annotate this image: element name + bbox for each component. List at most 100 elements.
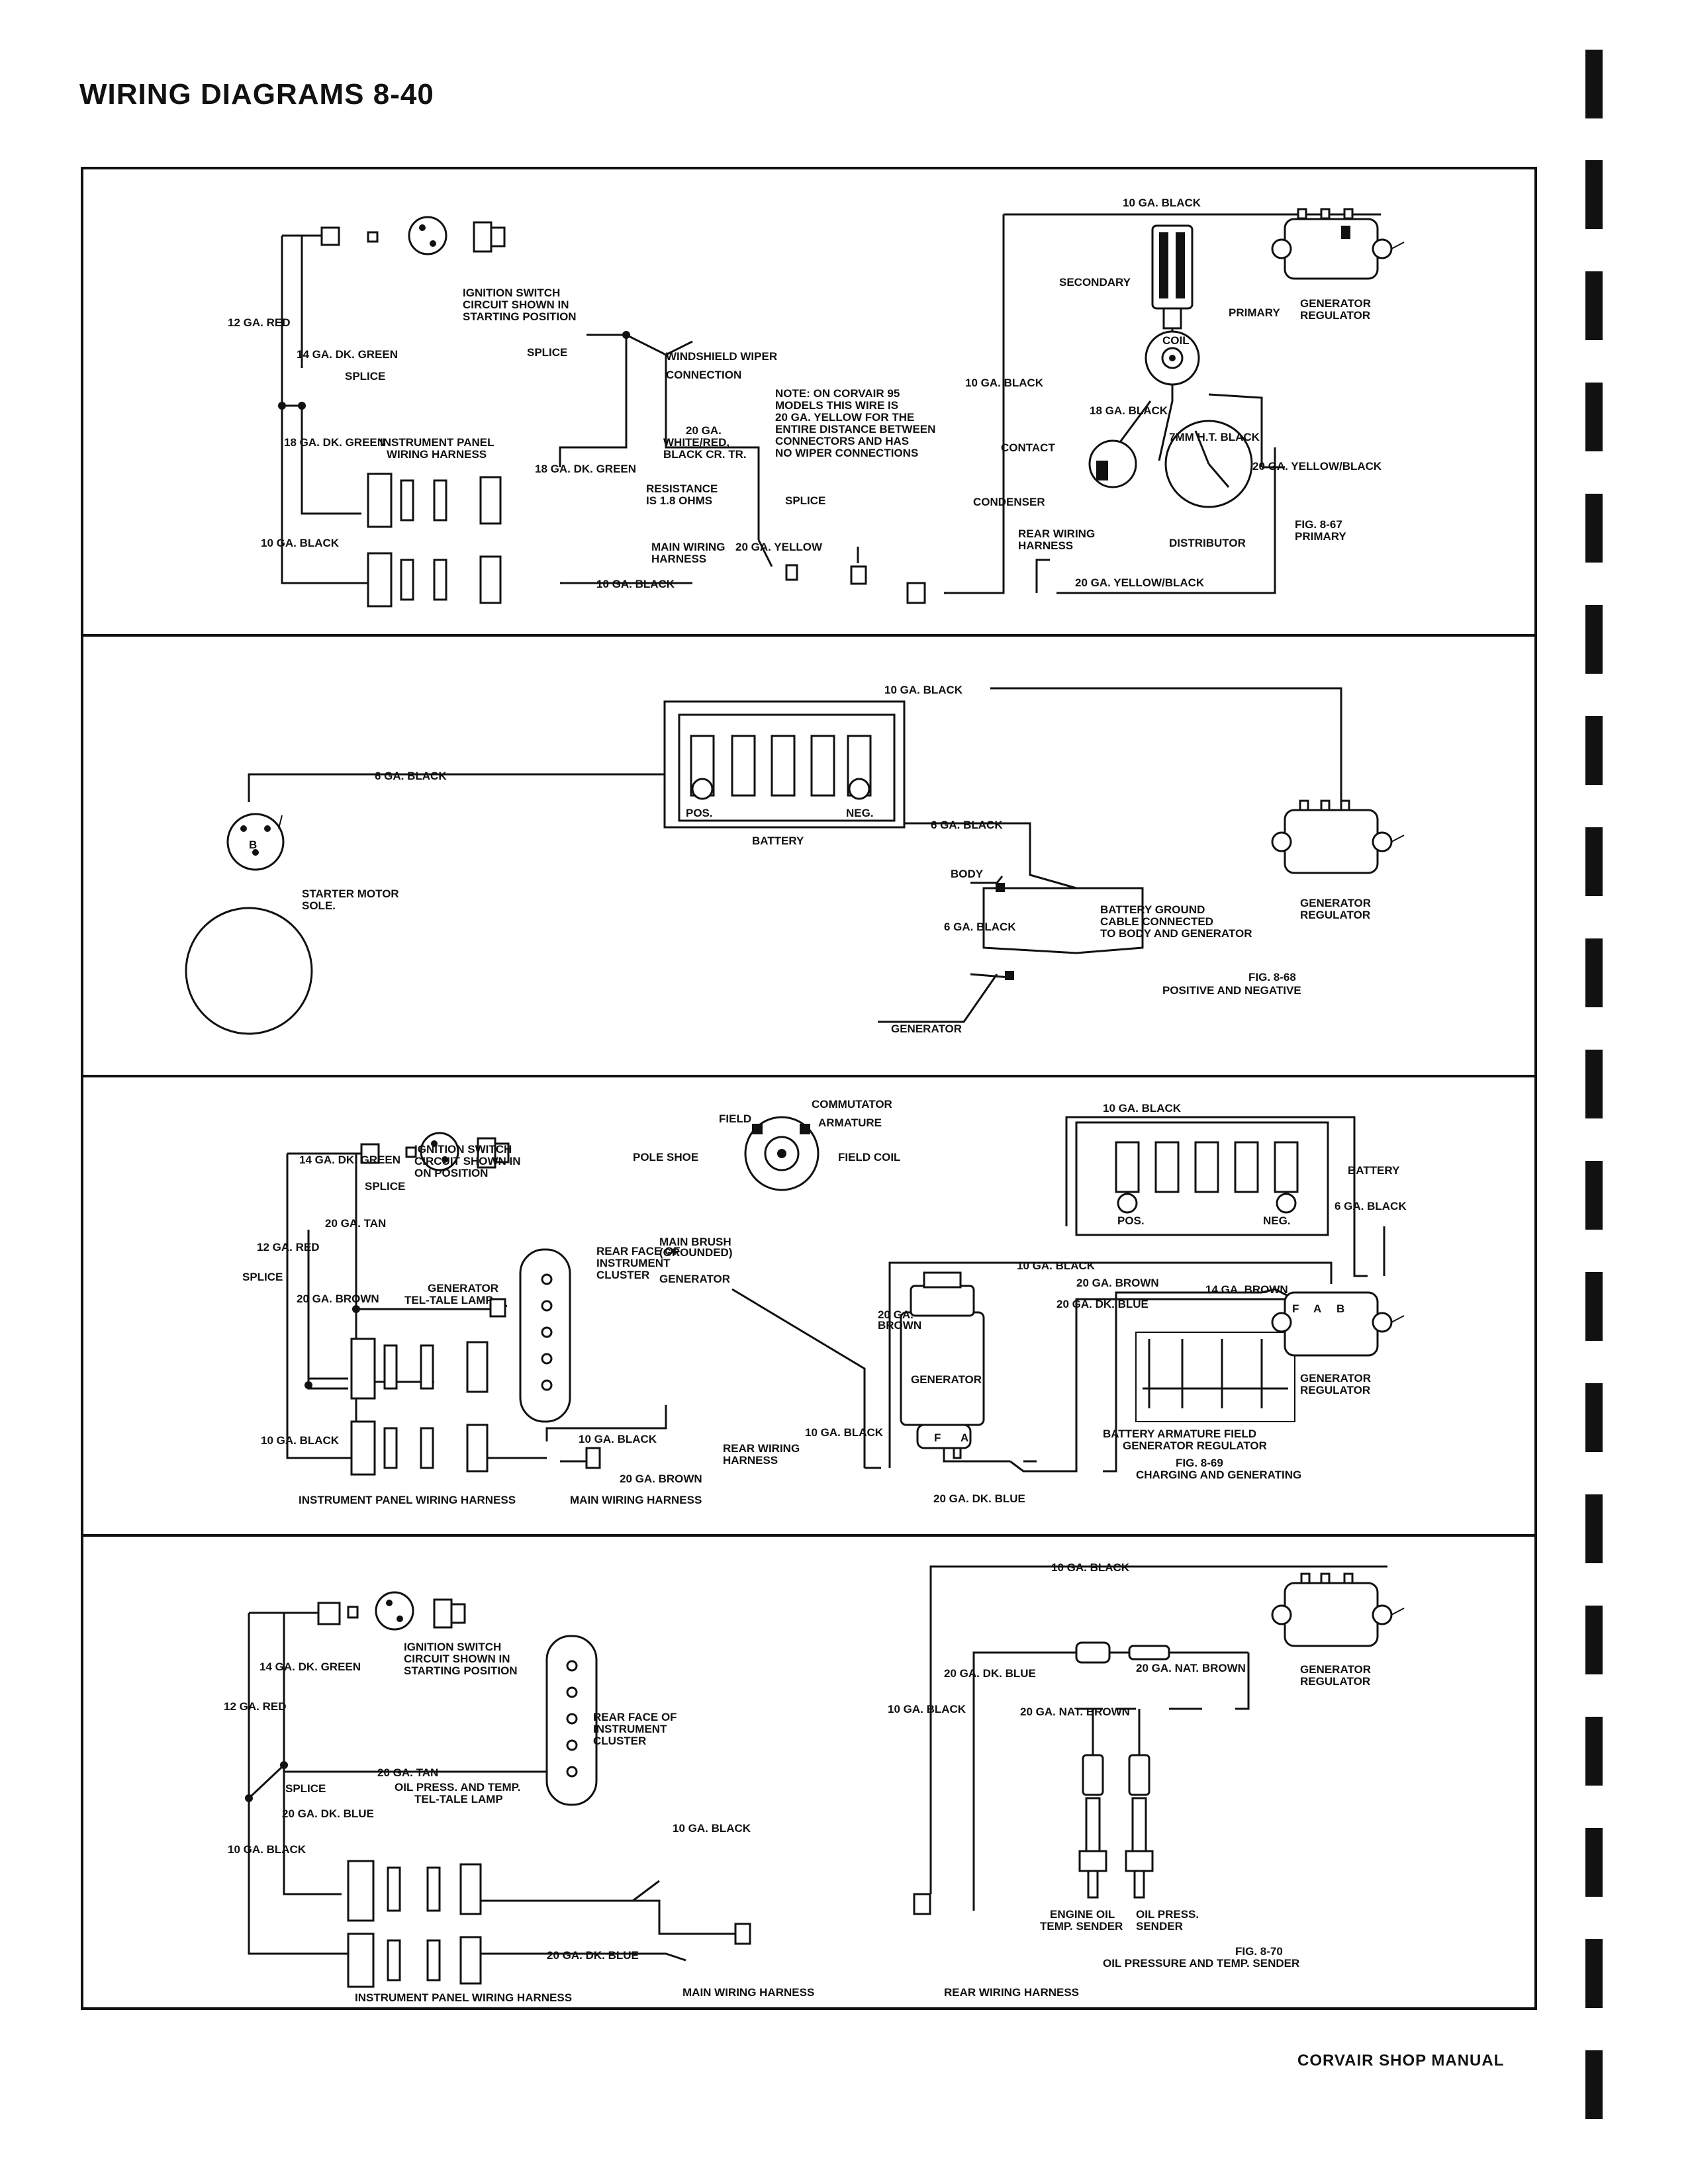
p3-black10c: 10 GA. BLACK <box>1017 1259 1096 1272</box>
p3-black6: 6 GA. BLACK <box>1335 1200 1407 1212</box>
p3-commutator: COMMUTATOR <box>812 1098 892 1111</box>
p4-ign3: STARTING POSITION <box>404 1664 518 1677</box>
p1-green18b: 18 GA. DK. GREEN <box>535 463 636 475</box>
p2-black6b: 6 GA. BLACK <box>931 819 1003 831</box>
p3-pos: POS. <box>1117 1214 1145 1227</box>
p3-mb1: MAIN BRUSH <box>659 1236 731 1248</box>
p4-mwh: MAIN WIRING HARNESS <box>682 1986 814 1999</box>
p1-wr1: 20 GA. <box>686 424 722 437</box>
index-tab <box>1585 1161 1603 1230</box>
index-tab <box>1585 1494 1603 1563</box>
p1-fig-title: PRIMARY <box>1295 530 1346 543</box>
index-tab <box>1585 494 1603 563</box>
p4-blue20a: 20 GA. DK. BLUE <box>282 1807 374 1820</box>
p1-note4: ENTIRE DISTANCE BETWEEN <box>775 423 935 435</box>
panel-fig-8-69: 14 GA. DK. GREEN SPLICE IGNITION SWITCH … <box>242 1098 1407 1506</box>
p3-black10d: 10 GA. BLACK <box>805 1426 884 1439</box>
p1-black10c: 10 GA. BLACK <box>965 377 1044 389</box>
diagram-frame <box>81 167 1537 2010</box>
p3-neg: NEG. <box>1263 1214 1291 1227</box>
p3-fig-number: FIG. 8-69 <box>1176 1457 1223 1469</box>
p4-black10c: 10 GA. BLACK <box>888 1703 966 1715</box>
p2-body: BODY <box>951 868 984 880</box>
index-tab <box>1585 716 1603 785</box>
p3-green14: 14 GA. DK. GREEN <box>299 1154 400 1166</box>
p3-regB: B <box>1336 1302 1344 1315</box>
p3-splice2: SPLICE <box>242 1271 283 1283</box>
p3-generator: GENERATOR <box>659 1273 730 1285</box>
p1-ign1: IGNITION SWITCH <box>463 287 560 299</box>
p1-note2: MODELS THIS WIRE IS <box>775 399 898 412</box>
p1-mwh1: MAIN WIRING <box>651 541 725 553</box>
p3-mwh: MAIN WIRING HARNESS <box>570 1494 702 1506</box>
index-tab <box>1585 1606 1603 1674</box>
p3-ign2: CIRCUIT SHOWN IN <box>414 1155 521 1167</box>
p1-secondary: SECONDARY <box>1059 276 1131 289</box>
panel-fig-8-68: 10 GA. BLACK 6 GA. BLACK B STARTER MOTOR… <box>185 684 1405 1035</box>
p3-genreg2: REGULATOR <box>1300 1384 1370 1396</box>
p3-blue20b: 20 GA. DK. BLUE <box>933 1492 1025 1505</box>
p3-field: FIELD <box>719 1113 751 1125</box>
panel-divider <box>81 1075 1537 1077</box>
p2-black10: 10 GA. BLACK <box>884 684 963 696</box>
p1-splice3: SPLICE <box>785 494 825 507</box>
p3-rwh1: REAR WIRING <box>723 1442 800 1455</box>
panel1-wiring <box>278 234 859 584</box>
p1-green14: 14 GA. DK. GREEN <box>297 348 398 361</box>
p4-ign2: CIRCUIT SHOWN IN <box>404 1653 510 1665</box>
page-footer: CORVAIR SHOP MANUAL <box>1297 2052 1505 2070</box>
p1-coil: COIL <box>1162 334 1190 347</box>
panel1-connectors <box>320 216 867 608</box>
index-tab <box>1585 605 1603 674</box>
p4-natbrown1: 20 GA. NAT. BROWN <box>1136 1662 1246 1674</box>
p2-battery: BATTERY <box>752 835 804 847</box>
p2-pos: POS. <box>686 807 713 819</box>
p1-ign2: CIRCUIT SHOWN IN <box>463 298 569 311</box>
p3-regA: A <box>1313 1302 1321 1315</box>
p1-splice2: SPLICE <box>527 346 567 359</box>
panel4-wiring <box>245 1565 1387 1962</box>
p4-eng1: ENGINE OIL <box>1050 1908 1115 1921</box>
index-tab <box>1585 271 1603 340</box>
p3-brown20c: 20 GA. BROWN <box>1076 1277 1159 1289</box>
p1-note6: NO WIPER CONNECTIONS <box>775 447 918 459</box>
p3-mb2: (GROUNDED) <box>659 1246 733 1259</box>
p1-ipwh1: INSTRUMENT PANEL <box>380 436 494 449</box>
p1-mwh2: HARNESS <box>651 553 706 565</box>
p3-brown20a: 20 GA. BROWN <box>297 1293 379 1305</box>
p3-f: F <box>934 1432 941 1444</box>
p1-green18a: 18 GA. DK. GREEN <box>284 436 385 449</box>
p2-black6c: 6 GA. BLACK <box>944 921 1016 933</box>
p2-bg3: TO BODY AND GENERATOR <box>1100 927 1252 940</box>
p3-rf3: CLUSTER <box>596 1269 649 1281</box>
index-tab <box>1585 1828 1603 1897</box>
p3-brown20b: 20 GA. BROWN <box>620 1473 702 1485</box>
p4-blue20b: 20 GA. DK. BLUE <box>547 1949 639 1962</box>
p3-brown20d1: 20 GA. <box>878 1308 914 1321</box>
p1-black18: 18 GA. BLACK <box>1090 404 1168 417</box>
p4-oil2: SENDER <box>1136 1920 1183 1933</box>
p3-genbox: GENERATOR <box>911 1373 982 1386</box>
p2-generator: GENERATOR <box>891 1023 962 1035</box>
p2-bg2: CABLE CONNECTED <box>1100 915 1213 928</box>
panel3-components <box>350 1116 1405 1476</box>
p3-splice1: SPLICE <box>365 1180 405 1193</box>
p3-brown14: 14 GA. BROWN <box>1205 1283 1288 1296</box>
p1-contact: CONTACT <box>1001 441 1055 454</box>
p2-fig-number: FIG. 8-68 <box>1248 971 1296 983</box>
index-tab <box>1585 160 1603 229</box>
p4-oil1: OIL PRESS. <box>1136 1908 1199 1921</box>
index-tab <box>1585 1383 1603 1452</box>
p3-ipwh: INSTRUMENT PANEL WIRING HARNESS <box>299 1494 516 1506</box>
p1-res1: RESISTANCE <box>646 482 718 495</box>
p1-fig-number: FIG. 8-67 <box>1295 518 1342 531</box>
p3-black10a: 10 GA. BLACK <box>261 1434 340 1447</box>
index-tab <box>1585 1939 1603 2008</box>
p3-ign1: IGNITION SWITCH <box>414 1143 512 1156</box>
p4-genreg2: REGULATOR <box>1300 1675 1370 1688</box>
p4-fig-title: OIL PRESSURE AND TEMP. SENDER <box>1103 1957 1299 1970</box>
p1-wiper1: WINDSHIELD WIPER <box>666 350 777 363</box>
p1-note1: NOTE: ON CORVAIR 95 <box>775 387 900 400</box>
p2-fig-title: POSITIVE AND NEGATIVE <box>1162 984 1301 997</box>
p2-black6a: 6 GA. BLACK <box>375 770 447 782</box>
